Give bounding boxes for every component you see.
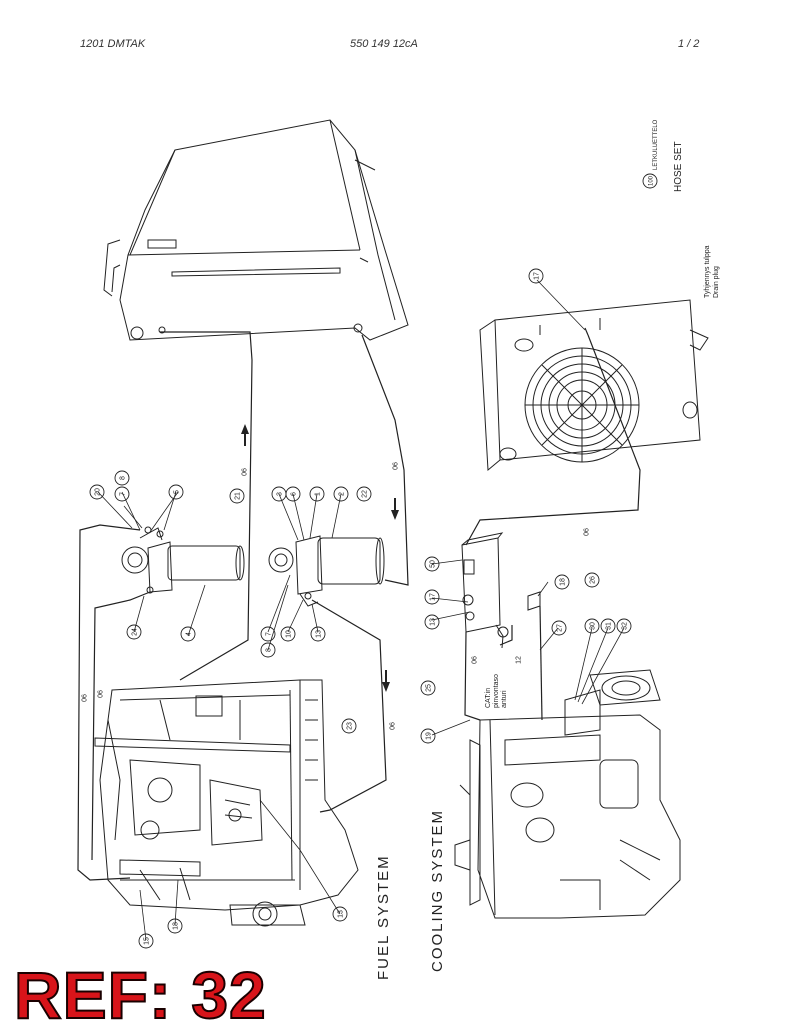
hose-23	[311, 599, 387, 813]
leader-lines	[97, 279, 625, 941]
callout-24: 24	[132, 628, 139, 636]
expansion-tank	[461, 532, 509, 649]
engine-fuel-view	[94, 679, 359, 927]
hose-25	[464, 631, 481, 721]
callout-2: 2	[339, 492, 346, 496]
callout-13c: 13	[430, 618, 437, 626]
size-label: 06	[242, 468, 249, 476]
hoses	[77, 327, 641, 881]
hose-20	[77, 524, 141, 881]
callout-8b: 8	[266, 648, 273, 652]
callout-19: 19	[426, 732, 433, 740]
size-label: 06	[584, 528, 591, 536]
hose-set-label-fi: LETKULUETTELO	[653, 119, 659, 170]
radiator	[479, 299, 709, 472]
secondary-fuel-filter	[268, 535, 385, 607]
callout-8a: 8	[120, 476, 127, 480]
flow-arrow-down	[391, 510, 399, 520]
callout-7a: 7	[120, 492, 127, 496]
callout-17a: 17	[430, 593, 437, 601]
callout-22: 22	[362, 490, 369, 498]
primary-fuel-filter	[121, 526, 245, 594]
engine-cooling-view	[454, 669, 681, 919]
size-label: 06	[82, 694, 89, 702]
callout-23: 23	[347, 722, 354, 730]
size-label: 06	[390, 722, 397, 730]
callout-15: 15	[144, 937, 151, 945]
section-title-cooling: COOLING SYSTEM	[429, 809, 446, 972]
drain-plug-label: Drain plug	[713, 266, 720, 298]
callout-3: 3	[277, 492, 284, 496]
callout-30: 30	[590, 622, 597, 630]
callout-31: 31	[606, 622, 613, 630]
callout-100: 100	[649, 175, 655, 186]
callout-7b: 7	[266, 632, 273, 636]
hose-27	[539, 605, 543, 721]
hose-26	[465, 334, 641, 546]
callout-20: 20	[95, 488, 102, 496]
callout-10: 10	[286, 630, 293, 638]
hose-21	[160, 331, 253, 681]
temperature-sensor	[527, 591, 541, 611]
callout-27: 27	[557, 624, 564, 632]
cat-note-line3: anturi	[501, 690, 508, 708]
callout-6: 6	[291, 492, 298, 496]
hose-set-label: HOSE SET	[673, 141, 684, 192]
section-title-fuel: FUEL SYSTEM	[375, 854, 392, 980]
flow-arrows	[241, 424, 399, 692]
callout-32: 32	[622, 622, 629, 630]
callout-25: 25	[426, 684, 433, 692]
callout-circles	[89, 173, 658, 949]
callout-18b: 18	[560, 578, 567, 586]
fuel-tank	[103, 119, 409, 341]
size-label: 06	[393, 462, 400, 470]
callout-17b: 17	[534, 272, 541, 280]
flow-arrow-up	[241, 424, 249, 434]
size-label: 06	[472, 656, 479, 664]
callout-26: 26	[590, 576, 597, 584]
callout-5: 5	[174, 490, 181, 494]
size-label: 06	[98, 690, 105, 698]
header-page: 1 / 2	[678, 38, 700, 50]
flow-arrow-down	[382, 682, 390, 692]
callout-21: 21	[235, 492, 242, 500]
ref-stamp: REF: 32	[13, 958, 267, 1032]
hose-22	[361, 334, 409, 586]
cat-note-line2: pinvontaso	[493, 674, 500, 708]
callout-13a: 13	[316, 630, 323, 638]
callout-1: 1	[315, 492, 322, 496]
header-center: 550 149 12cA	[350, 38, 418, 50]
hose-24	[91, 591, 151, 861]
size-label: 12	[516, 656, 523, 664]
header-left: 1201 DMTAK	[80, 38, 146, 50]
callout-18a: 18	[173, 922, 180, 930]
callout-4: 4	[186, 632, 193, 636]
callout-50: 50	[430, 560, 437, 568]
cat-note-line1: CAT:in	[485, 688, 492, 708]
drain-plug-label-fi: Tyhjennys tulppa	[704, 245, 711, 298]
callout-13b: 13	[338, 910, 345, 918]
